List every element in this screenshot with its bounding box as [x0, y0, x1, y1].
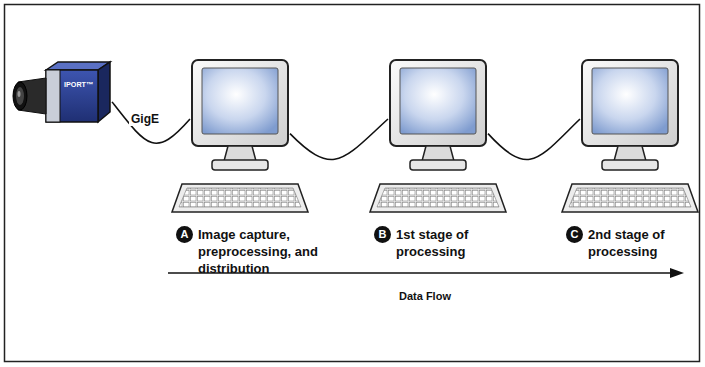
camera-illustration — [12, 56, 112, 130]
brand-label: IPORT™ — [64, 80, 93, 90]
edge-label: GigE — [129, 112, 161, 126]
frame — [5, 5, 700, 362]
flow-label: Data Flow — [397, 290, 453, 303]
computer-illustration — [580, 58, 680, 180]
camera-node: IPORT™ — [12, 56, 112, 130]
callout-letter: A — [176, 226, 193, 243]
stage-caption: Image capture, preprocessing, and distri… — [198, 226, 320, 277]
callout-letter: B — [374, 226, 391, 243]
computer-node: AImage capture, preprocessing, and distr… — [190, 58, 290, 180]
cable-connector — [112, 102, 190, 143]
computer-illustration — [190, 58, 290, 180]
cable-connector — [488, 119, 580, 159]
callout-letter: C — [566, 226, 583, 243]
computer-illustration — [388, 58, 488, 180]
computer-node: B1st stage of processing — [388, 58, 488, 180]
stage-caption: 1st stage of processing — [396, 226, 500, 260]
cable-connector — [290, 119, 388, 159]
stage-caption: 2nd stage of processing — [588, 226, 692, 260]
computer-node: C2nd stage of processing — [580, 58, 680, 180]
